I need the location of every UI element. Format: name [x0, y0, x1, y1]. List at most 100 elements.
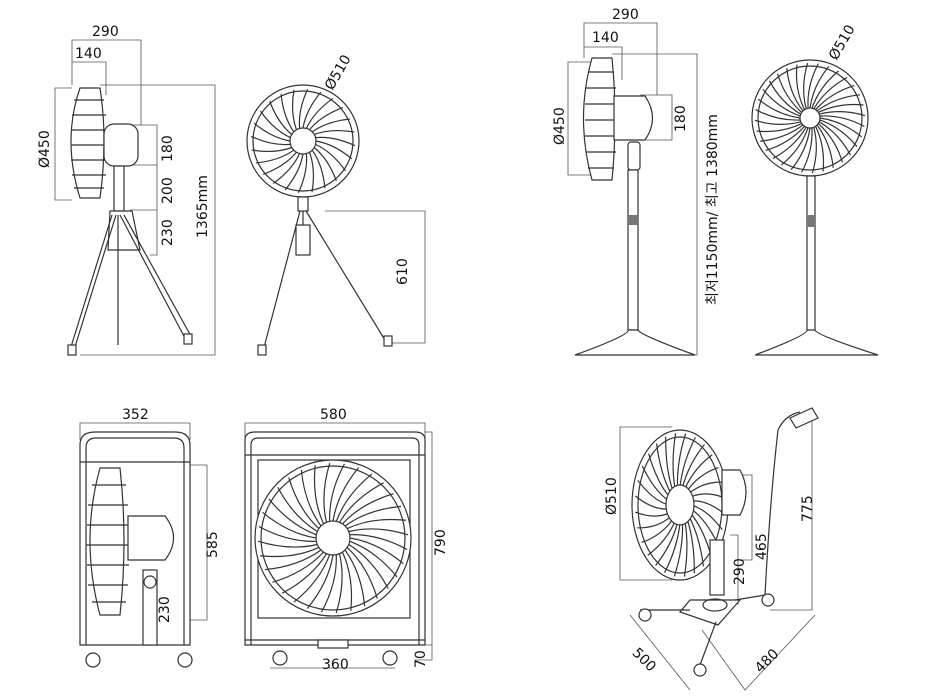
guard-spoke: [329, 463, 346, 522]
stand-side-width: 290: [612, 7, 639, 23]
guard-spoke: [314, 129, 355, 136]
guard-spoke: [655, 522, 679, 566]
cart-front-view: [244, 422, 433, 669]
guard-spoke: [655, 443, 672, 495]
tripod-side-diameter: Ø450: [37, 130, 53, 168]
cart-side-height: 585: [205, 531, 221, 558]
guard-spoke: [807, 63, 819, 109]
cart-wheel-span: 360: [322, 657, 349, 673]
guard-spoke: [311, 118, 351, 133]
guard-spoke: [308, 152, 315, 193]
guard-spoke: [344, 549, 366, 607]
guard-spoke: [259, 110, 291, 139]
guard-spoke: [665, 436, 674, 492]
cart-side-view: [79, 422, 208, 668]
guard-spoke: [257, 540, 318, 548]
guard-spoke: [776, 73, 803, 113]
guard-spoke: [262, 151, 297, 175]
dolly-column: 290: [732, 558, 748, 585]
cart-side-width: 352: [122, 407, 149, 423]
guard-spoke: [679, 437, 696, 488]
guard-spoke: [335, 473, 373, 522]
guard-spoke: [672, 433, 677, 489]
guard-spoke: [768, 80, 802, 115]
guard-spoke: [346, 518, 406, 530]
guard-spoke: [765, 125, 805, 152]
cart-side-base: 230: [157, 596, 173, 623]
guard-spoke: [641, 518, 674, 544]
cart-front-width: 580: [320, 407, 347, 423]
guard-spoke: [818, 121, 852, 156]
guard-spoke: [268, 498, 317, 536]
tripod-side-view: [54, 39, 216, 356]
guard-spoke: [332, 467, 360, 522]
guard-spoke: [816, 94, 860, 112]
tripod-side-base: 230: [160, 219, 176, 246]
guard-spoke: [811, 70, 839, 109]
guard-spoke: [801, 127, 813, 173]
guard-spoke: [315, 136, 356, 147]
guard-spoke: [755, 109, 801, 121]
guard-spoke: [306, 554, 334, 609]
guard-spoke: [664, 522, 681, 573]
stand-side-diameter: Ø450: [552, 107, 568, 145]
stand-height-range: 최저1150mm/ 최고 1380mm: [705, 114, 721, 305]
guard-spoke: [813, 76, 848, 110]
tripod-total-height: 1365mm: [195, 175, 211, 238]
stand-side-view: [567, 22, 698, 356]
tripod-front-view: [246, 84, 426, 356]
guard-spoke: [686, 466, 719, 492]
guard-spoke: [288, 477, 320, 529]
guard-spoke: [255, 149, 295, 164]
guard-spoke: [803, 62, 809, 109]
guard-spoke: [819, 119, 858, 147]
guard-spoke: [754, 119, 801, 125]
guard-spoke: [809, 65, 830, 109]
tripod-side-motor-height: 180: [160, 135, 176, 162]
guard-spoke: [683, 521, 688, 577]
guard-spoke: [313, 465, 325, 525]
guard-spoke: [762, 89, 801, 117]
tripod-side-width: 290: [92, 24, 119, 40]
guard-spoke: [298, 88, 309, 129]
guard-spoke: [346, 547, 378, 599]
guard-spoke: [315, 143, 347, 172]
guard-spoke: [676, 433, 687, 488]
guard-spoke: [253, 122, 291, 142]
guard-spoke: [264, 549, 322, 571]
guard-spoke: [760, 124, 804, 142]
guard-spoke: [795, 64, 805, 110]
tripod-leg-height: 610: [395, 258, 411, 285]
guard-spoke: [305, 97, 334, 129]
cart-clearance: 70: [413, 650, 429, 668]
guard-spoke: [297, 153, 308, 194]
guard-spoke: [349, 537, 404, 565]
guard-spoke: [681, 444, 705, 488]
guard-spoke: [348, 543, 389, 590]
guard-spoke: [817, 123, 844, 163]
guard-spoke: [320, 554, 337, 613]
stand-side-depth: 140: [592, 30, 619, 46]
stand-side-motor-height: 180: [673, 105, 689, 132]
guard-spoke: [815, 126, 825, 172]
guard-spoke: [819, 115, 865, 127]
guard-spoke: [819, 111, 866, 117]
tripod-side-neck: 200: [160, 177, 176, 204]
guard-spoke: [277, 486, 318, 533]
guard-spoke: [811, 127, 817, 174]
guard-spoke: [258, 525, 317, 542]
guard-spoke: [673, 522, 684, 577]
guard-spoke: [790, 127, 811, 171]
dolly-perspective-view: [619, 407, 819, 691]
guard-spoke: [250, 135, 291, 146]
guard-spoke: [688, 515, 705, 567]
guard-spoke: [781, 127, 809, 166]
guard-spoke: [293, 554, 331, 603]
guard-spoke: [272, 551, 324, 583]
guard-spoke: [686, 518, 695, 574]
dolly-diameter: Ø510: [604, 477, 620, 515]
guard-spoke: [816, 124, 834, 168]
guard-spoke: [756, 123, 802, 133]
